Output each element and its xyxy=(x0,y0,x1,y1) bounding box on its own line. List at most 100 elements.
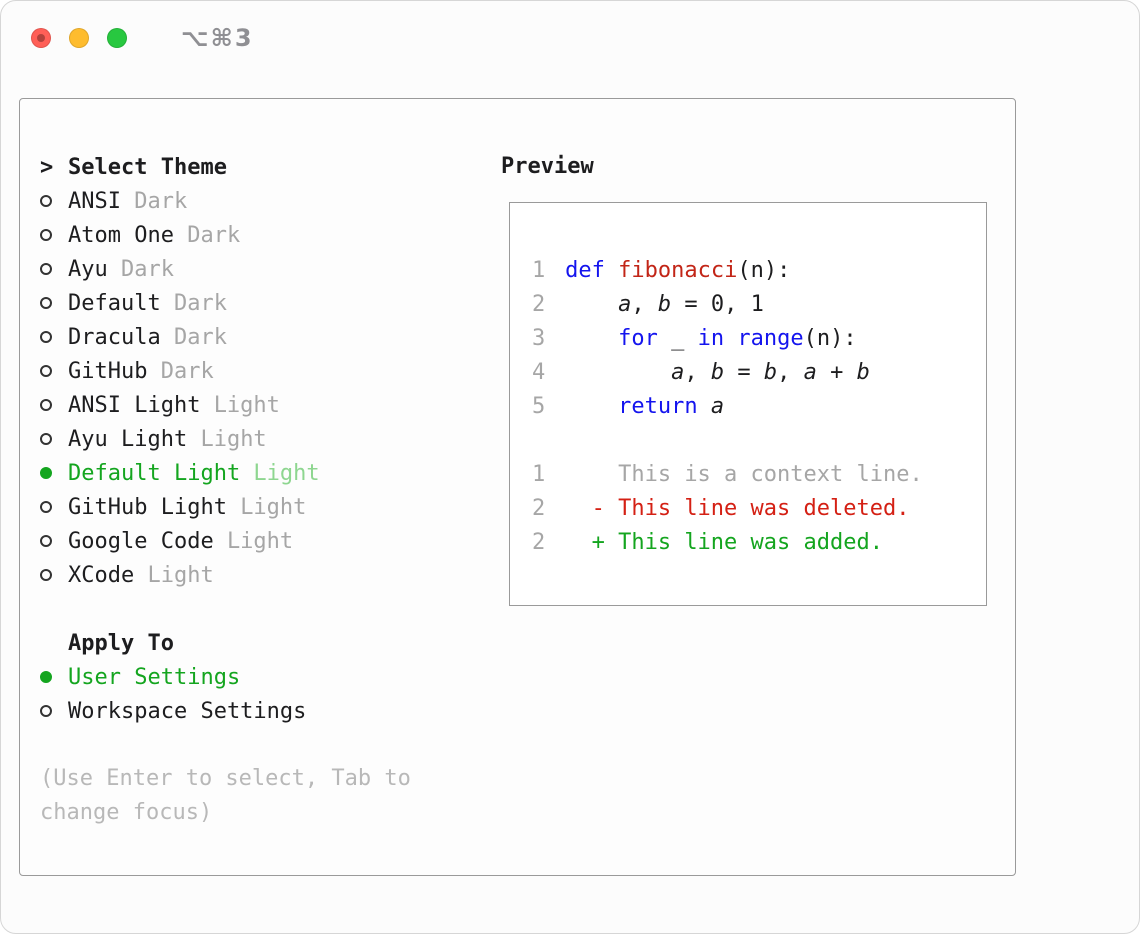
titlebar: ⌥⌘3 xyxy=(31,24,254,52)
theme-item-default[interactable]: Default Dark xyxy=(40,286,485,320)
code-line: 5 return a xyxy=(532,389,986,423)
marker-slot xyxy=(40,671,68,683)
code-text: return a xyxy=(618,393,725,419)
diff-lines: 1 This is a context line.2 - This line w… xyxy=(532,457,986,559)
theme-item-ayu-light[interactable]: Ayu Light Light xyxy=(40,422,485,456)
marker-slot xyxy=(40,433,68,445)
radio-icon xyxy=(40,671,52,683)
zoom-button[interactable] xyxy=(107,28,127,48)
theme-list-header: > Select Theme xyxy=(40,150,485,184)
apply-option-workspace-settings[interactable]: Workspace Settings xyxy=(40,694,485,728)
code-text: a, b = 0, 1 xyxy=(618,291,764,317)
radio-icon xyxy=(40,229,52,241)
diff-text: This is a context line. xyxy=(565,461,923,487)
line-number: 1 xyxy=(532,461,546,487)
line-number: 2 xyxy=(532,495,546,521)
theme-item-atom-one[interactable]: Atom One Dark xyxy=(40,218,485,252)
diff-text: - This line was deleted. xyxy=(565,495,910,521)
prompt-slot: > xyxy=(40,155,68,180)
theme-variant: Light xyxy=(226,528,294,554)
theme-variant: Dark xyxy=(187,222,241,248)
code-line: 3 for _ in range(n): xyxy=(532,321,986,355)
theme-variant: Light xyxy=(213,392,280,418)
marker-slot xyxy=(40,297,68,309)
line-number: 5 xyxy=(532,393,546,419)
spacer xyxy=(40,728,485,762)
theme-variant: Light xyxy=(147,562,214,588)
line-number: 1 xyxy=(532,257,546,283)
radio-icon xyxy=(40,365,52,377)
line-number: 2 xyxy=(532,529,546,555)
theme-variant: Dark xyxy=(173,324,227,350)
theme-variant: Dark xyxy=(160,358,214,384)
radio-icon xyxy=(40,331,52,343)
radio-icon xyxy=(40,569,52,581)
theme-variant: Light xyxy=(240,494,307,520)
theme-item-ansi[interactable]: ANSI Dark xyxy=(40,184,485,218)
theme-name: Default xyxy=(68,290,161,316)
marker-slot xyxy=(40,195,68,207)
theme-item-github-light[interactable]: GitHub Light Light xyxy=(40,490,485,524)
radio-icon xyxy=(40,705,52,717)
theme-item-ansi-light[interactable]: ANSI Light Light xyxy=(40,388,485,422)
theme-list-title: Select Theme xyxy=(68,154,227,180)
prompt-caret-icon: > xyxy=(40,154,54,180)
theme-name: Default Light xyxy=(68,460,241,486)
theme-variant: Dark xyxy=(120,256,174,282)
code-text: for _ in range(n): xyxy=(618,325,857,351)
diff-text: + This line was added. xyxy=(565,529,883,555)
theme-name: ANSI Light xyxy=(68,392,201,418)
theme-item-ayu[interactable]: Ayu Dark xyxy=(40,252,485,286)
radio-icon xyxy=(40,501,52,513)
theme-name: GitHub xyxy=(68,358,148,384)
apply-option-label: Workspace Settings xyxy=(68,698,307,724)
radio-icon xyxy=(40,195,52,207)
theme-variant: Dark xyxy=(134,188,188,214)
apply-option-user-settings[interactable]: User Settings xyxy=(40,660,485,694)
theme-name: Google Code xyxy=(68,528,214,554)
radio-icon xyxy=(40,535,52,547)
radio-icon xyxy=(40,433,52,445)
window-shortcut-label: ⌥⌘3 xyxy=(181,24,254,52)
diff-line-context: 1 This is a context line. xyxy=(532,457,986,491)
theme-name: Ayu xyxy=(68,256,108,282)
minimize-button[interactable] xyxy=(69,28,89,48)
theme-name: Ayu Light xyxy=(68,426,188,452)
marker-slot xyxy=(40,263,68,275)
keyboard-hint: (Use Enter to select, Tab to change focu… xyxy=(40,766,411,825)
line-number: 4 xyxy=(532,359,546,385)
diff-line-deleted: 2 - This line was deleted. xyxy=(532,491,986,525)
marker-slot xyxy=(40,501,68,513)
preview-title: Preview xyxy=(501,154,594,179)
theme-name: GitHub Light xyxy=(68,494,227,520)
theme-item-github[interactable]: GitHub Dark xyxy=(40,354,485,388)
radio-icon xyxy=(40,399,52,411)
theme-name: ANSI xyxy=(68,188,121,214)
theme-variant: Dark xyxy=(173,290,227,316)
marker-slot xyxy=(40,705,68,717)
theme-name: Atom One xyxy=(68,222,174,248)
marker-slot xyxy=(40,399,68,411)
marker-slot xyxy=(40,569,68,581)
apply-option-label: User Settings xyxy=(68,664,241,690)
radio-icon xyxy=(40,467,52,479)
line-number: 3 xyxy=(532,325,546,351)
code-text: a, b = b, a + b xyxy=(671,359,870,385)
marker-slot xyxy=(40,467,68,479)
marker-slot xyxy=(40,331,68,343)
theme-item-google-code[interactable]: Google Code Light xyxy=(40,524,485,558)
close-button[interactable] xyxy=(31,28,51,48)
marker-slot xyxy=(40,365,68,377)
apply-to-header: Apply To xyxy=(40,626,485,660)
apply-to-title: Apply To xyxy=(68,630,174,656)
theme-variant: Light xyxy=(200,426,267,452)
